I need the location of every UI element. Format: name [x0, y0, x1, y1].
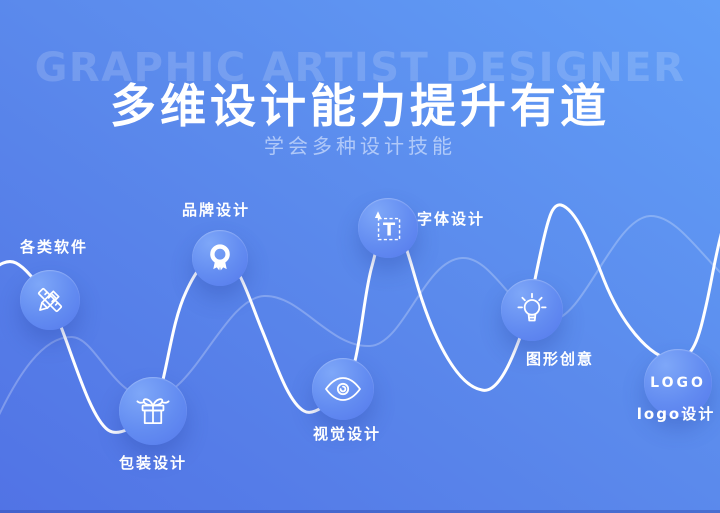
node-label-packaging: 包装设计: [118, 454, 187, 472]
node-graphic: [501, 279, 563, 341]
page-title: 多维设计能力提升有道: [110, 79, 610, 133]
node-label-font: 字体设计: [416, 210, 485, 228]
lightbulb-icon: [511, 289, 553, 331]
node-font: T: [358, 198, 418, 258]
page-subtitle: 学会多种设计技能: [264, 134, 456, 158]
node-label-logo: logo设计: [636, 405, 716, 423]
logo-text-icon: LOGO: [650, 375, 706, 391]
eye-icon: [321, 369, 365, 409]
bottom-edge-strip: [0, 510, 720, 513]
svg-text:T: T: [383, 219, 396, 240]
watermark-text: GRAPHIC ARTIST DESIGNER: [34, 45, 686, 91]
node-visual: [312, 358, 374, 420]
medal-icon: [201, 239, 239, 277]
node-label-brand: 品牌设计: [181, 201, 250, 219]
node-packaging: [119, 377, 187, 445]
text-tool-icon: T: [367, 207, 409, 249]
node-label-visual: 视觉设计: [312, 425, 381, 443]
faint-wave-line: [0, 214, 720, 416]
node-label-software: 各类软件: [19, 238, 88, 256]
node-label-graphic: 图形创意: [525, 350, 594, 368]
node-logo: LOGO: [644, 349, 712, 417]
node-brand: [192, 230, 248, 286]
pencil-ruler-icon: [30, 280, 70, 320]
gift-icon: [131, 389, 175, 433]
node-software: [20, 270, 80, 330]
